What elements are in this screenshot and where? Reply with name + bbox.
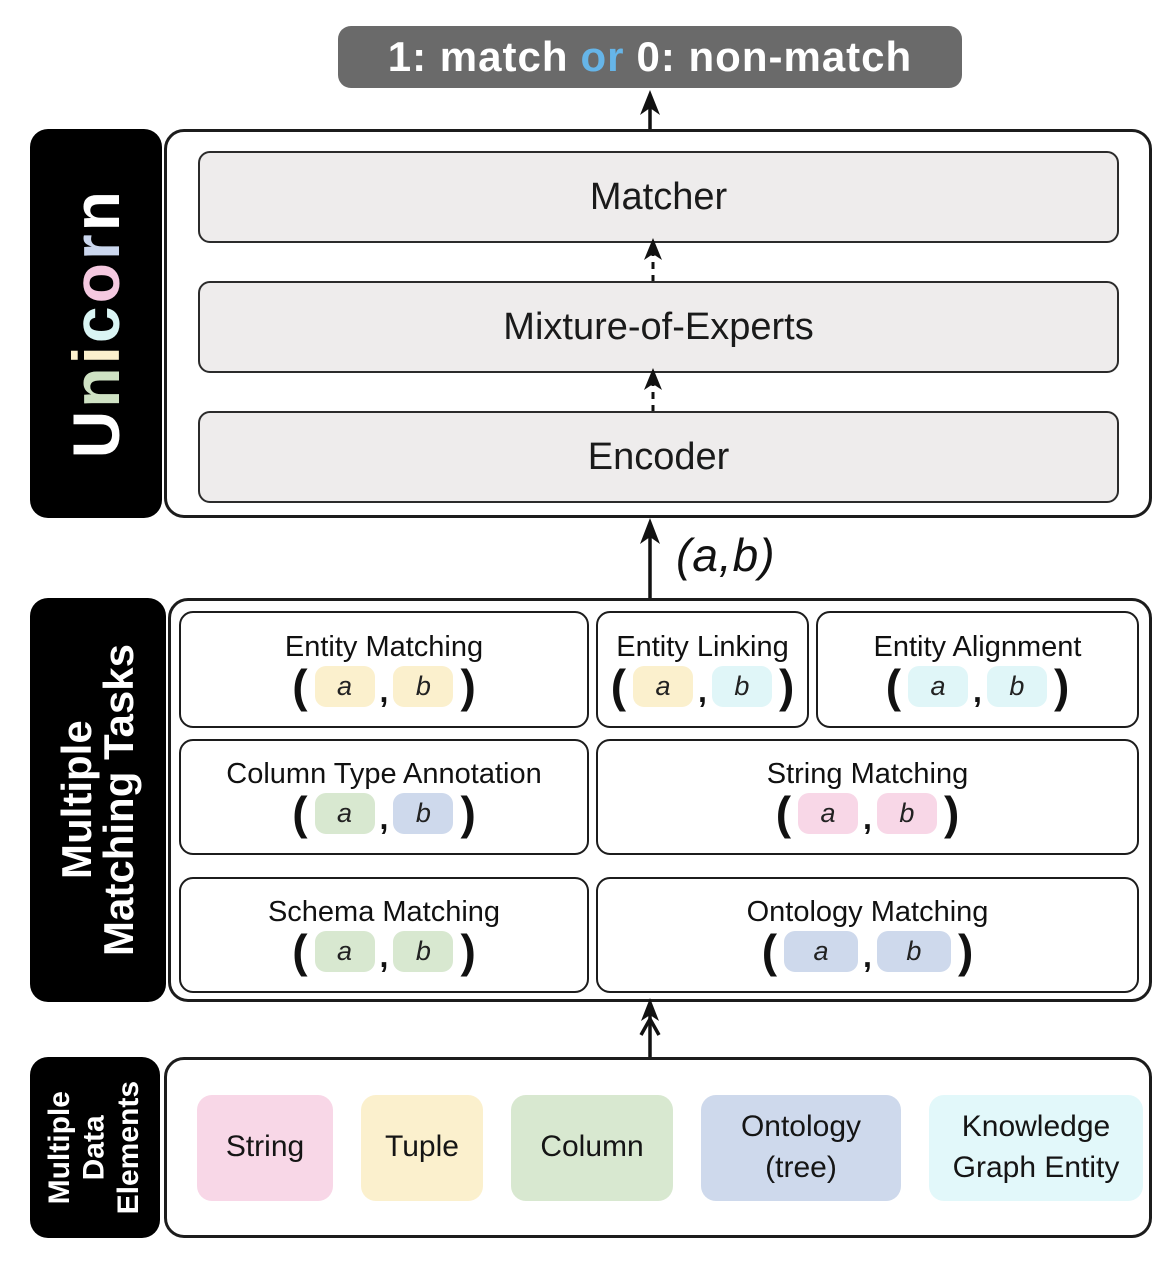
- pair-comma: ,: [863, 938, 872, 975]
- mixture-of-experts-box: Mixture-of-Experts: [198, 281, 1119, 373]
- chip-a: a: [784, 931, 859, 973]
- paren-open: (: [610, 659, 627, 712]
- matching-tasks-panel: Entity Matching ( a , b ) Entity Linking…: [168, 598, 1152, 1002]
- paren-open: (: [292, 787, 308, 840]
- task-pair: ( a , b ): [292, 787, 476, 840]
- paren-close: ): [778, 659, 795, 712]
- data-elements-label: Multiple Data Elements: [30, 1057, 160, 1238]
- paren-close: ): [460, 659, 476, 712]
- pair-comma: ,: [863, 800, 872, 837]
- paren-open: (: [775, 787, 792, 840]
- task-title: String Matching: [766, 758, 969, 791]
- pair-comma: ,: [973, 672, 982, 709]
- task-title: Entity Linking: [616, 630, 789, 663]
- chip-a: a: [798, 793, 859, 835]
- pair-comma: ,: [698, 672, 707, 709]
- badge-text-or: or: [580, 33, 625, 80]
- chip-b: b: [876, 793, 937, 835]
- badge-text-nonmatch: 0: non-match: [636, 33, 913, 80]
- tasks-to-unicorn-arrow: [640, 518, 660, 598]
- task-pair: ( a , b ): [610, 659, 795, 712]
- paren-close: ): [460, 925, 476, 978]
- paren-close: ): [943, 787, 960, 840]
- unicorn-panel: Matcher Mixture-of-Experts Encoder: [164, 129, 1152, 518]
- chip-b: b: [393, 931, 454, 973]
- paren-open: (: [292, 925, 308, 978]
- task-entity-matching: Entity Matching ( a , b ): [179, 611, 589, 728]
- task-title: Ontology Matching: [746, 896, 989, 929]
- chip-a: a: [314, 793, 375, 835]
- paren-open: (: [292, 659, 308, 712]
- task-ontology-matching: Ontology Matching ( a , b ): [596, 877, 1139, 993]
- unicorn-letter: U: [59, 408, 133, 459]
- data-elements-row: String Tuple Column Ontology (tree) Know…: [164, 1057, 1152, 1238]
- encoder-box: Encoder: [198, 411, 1119, 503]
- badge-text-match: 1: match: [387, 33, 569, 80]
- task-title: Entity Alignment: [873, 630, 1082, 663]
- encoder-to-moe-dashed-arrow: [644, 368, 662, 412]
- task-schema-matching: Schema Matching ( a , b ): [179, 877, 589, 993]
- unicorn-letter: n: [59, 364, 133, 409]
- paren-close: ): [1053, 659, 1070, 712]
- data-element-knowledge-graph-entity: Knowledge Graph Entity: [929, 1094, 1143, 1201]
- data-element-tuple: Tuple: [361, 1094, 483, 1201]
- data-element-ontology-tree: Ontology (tree): [701, 1094, 901, 1201]
- task-pair: ( a , b ): [775, 787, 960, 840]
- task-pair: ( a , b ): [761, 925, 974, 978]
- chip-b: b: [393, 793, 454, 835]
- unicorn-letter: c: [59, 303, 133, 344]
- task-column-type-annotation: Column Type Annotation ( a , b ): [179, 739, 589, 855]
- matching-tasks-label: Multiple Matching Tasks: [30, 598, 166, 1002]
- task-title: Entity Matching: [284, 630, 484, 663]
- data-element-column: Column: [511, 1094, 673, 1201]
- pair-comma: ,: [379, 672, 389, 709]
- unicorn-wordmark: Unicorn: [59, 188, 133, 458]
- moe-to-matcher-dashed-arrow: [644, 238, 662, 282]
- encoder-label: Encoder: [587, 435, 730, 478]
- task-pair: ( a , b ): [292, 925, 476, 978]
- input-pair-label: (a,b): [676, 529, 776, 581]
- chip-a: a: [314, 665, 375, 707]
- unicorn-letter: n: [59, 188, 133, 232]
- chip-a: a: [633, 665, 694, 707]
- task-title: Column Type Annotation: [226, 758, 542, 791]
- chip-b: b: [711, 665, 772, 707]
- paren-open: (: [761, 925, 778, 978]
- chip-a: a: [314, 931, 375, 973]
- data-element-string: String: [197, 1094, 333, 1201]
- mixture-of-experts-label: Mixture-of-Experts: [503, 305, 814, 348]
- task-pair: ( a , b ): [885, 659, 1070, 712]
- data-elements-label-text: Multiple Data Elements: [43, 1080, 146, 1215]
- unicorn-label: Unicorn: [30, 129, 162, 518]
- unicorn-letter: i: [59, 343, 133, 365]
- chip-b: b: [876, 931, 951, 973]
- matching-tasks-label-text: Multiple Matching Tasks: [53, 644, 142, 956]
- task-string-matching: String Matching ( a , b ): [596, 739, 1139, 855]
- task-title: Schema Matching: [267, 896, 501, 929]
- paren-close: ): [460, 787, 476, 840]
- output-badge: 1: match or 0: non-match: [338, 26, 962, 88]
- data-to-tasks-double-arrow: [639, 998, 661, 1057]
- task-pair: ( a , b ): [292, 659, 476, 712]
- chip-b: b: [393, 665, 454, 707]
- paren-close: ): [957, 925, 974, 978]
- paren-open: (: [885, 659, 902, 712]
- matcher-box: Matcher: [198, 151, 1119, 243]
- pair-comma: ,: [379, 800, 389, 837]
- task-entity-linking: Entity Linking ( a , b ): [596, 611, 809, 728]
- unicorn-letter: o: [59, 260, 133, 304]
- pair-comma: ,: [379, 938, 389, 975]
- chip-b: b: [986, 665, 1047, 707]
- task-entity-alignment: Entity Alignment ( a , b ): [816, 611, 1139, 728]
- unicorn-letter: r: [59, 231, 133, 261]
- matcher-label: Matcher: [589, 175, 728, 218]
- chip-a: a: [908, 665, 969, 707]
